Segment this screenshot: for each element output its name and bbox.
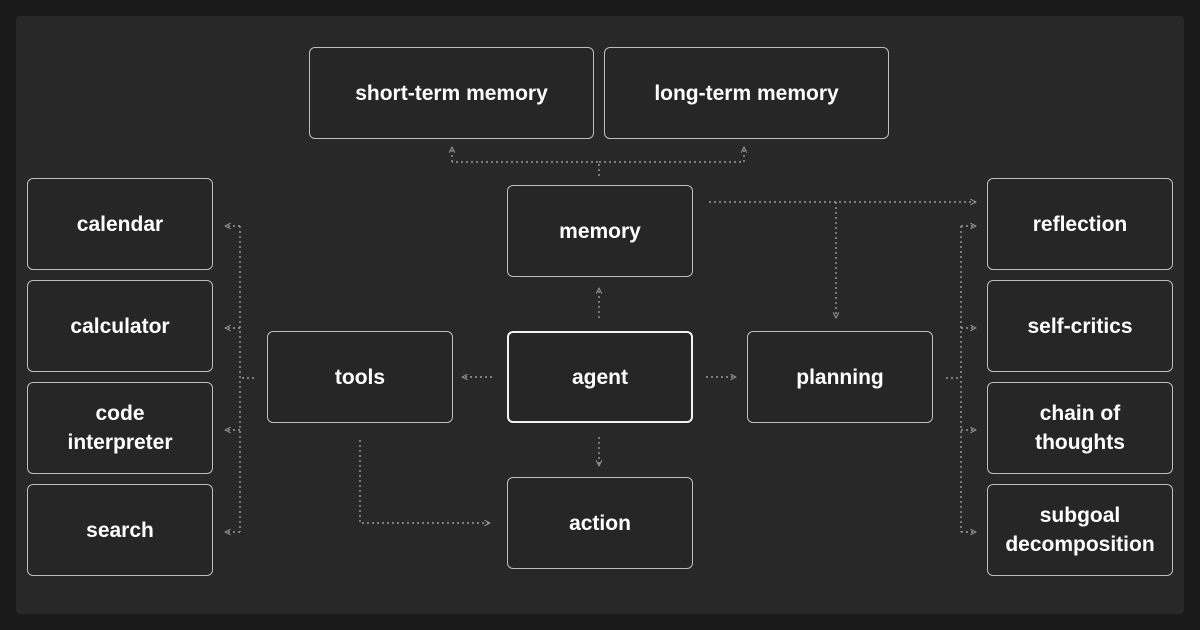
node-action: action	[507, 477, 693, 569]
node-search: search	[27, 484, 213, 576]
node-label: reflection	[1032, 212, 1128, 236]
edge-tools-bus	[239, 226, 254, 532]
node-label: calendar	[76, 212, 164, 236]
node-label: subgoal decomposition	[1005, 504, 1155, 556]
edge-tools-action	[359, 440, 490, 523]
node-tools: tools	[267, 331, 453, 423]
node-label: self-critics	[1027, 314, 1133, 338]
node-subgoal-decomposition: subgoal decomposition	[987, 484, 1173, 576]
edge-planning-bus	[946, 226, 962, 532]
node-label: short-term memory	[355, 81, 548, 105]
node-label: tools	[334, 365, 386, 389]
node-code-interpreter: code interpreter	[27, 382, 213, 474]
node-label: memory	[559, 219, 641, 243]
node-label: action	[569, 511, 631, 535]
node-memory: memory	[507, 185, 693, 277]
node-label: chain of thoughts	[1035, 402, 1125, 454]
node-label: calculator	[70, 314, 170, 338]
node-calendar: calendar	[27, 178, 213, 270]
node-chain-of-thoughts: chain of thoughts	[987, 382, 1173, 474]
node-planning: planning	[747, 331, 933, 423]
node-self-critics: self-critics	[987, 280, 1173, 372]
node-label: agent	[571, 365, 628, 389]
node-label: code interpreter	[67, 402, 173, 454]
node-agent: agent	[507, 331, 693, 423]
node-label: search	[86, 518, 154, 542]
node-short-term-memory: short-term memory	[309, 47, 594, 139]
node-long-term-memory: long-term memory	[604, 47, 889, 139]
node-label: long-term memory	[654, 81, 839, 105]
node-label: planning	[796, 365, 884, 389]
node-calculator: calculator	[27, 280, 213, 372]
edge-memory-split	[452, 161, 744, 176]
node-reflection: reflection	[987, 178, 1173, 270]
